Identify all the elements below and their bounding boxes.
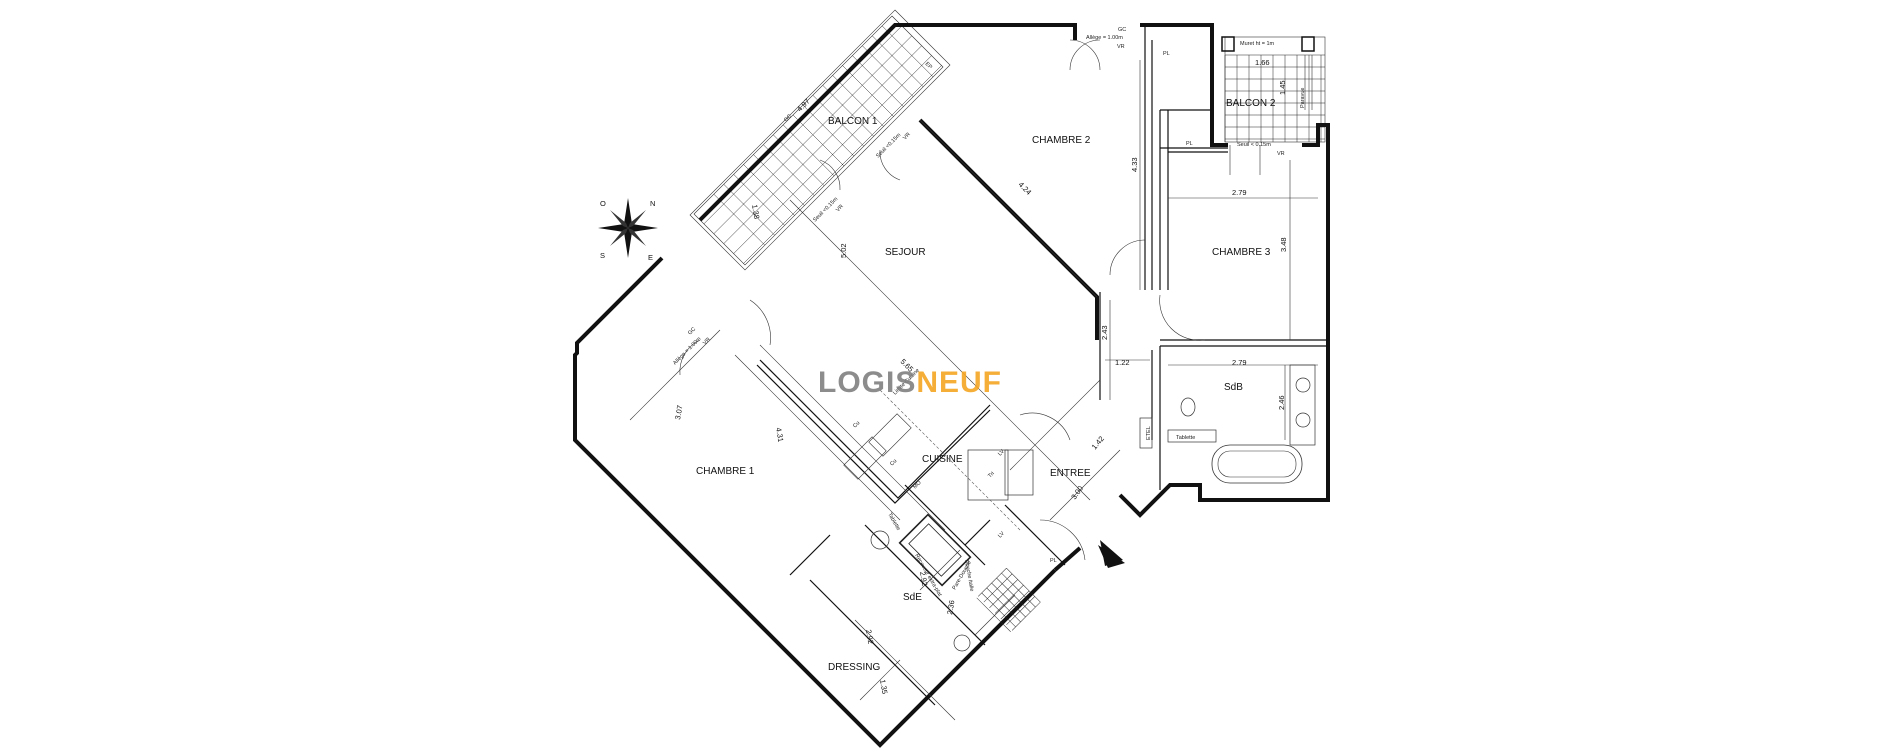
room-labels: BALCON 1 CHAMBRE 2 BALCON 2 SEJOUR CHAMB… bbox=[696, 98, 1276, 673]
room-entree: ENTREE bbox=[1050, 468, 1091, 479]
room-balcon-2: BALCON 2 bbox=[1226, 98, 1276, 109]
dimension-texts: 4.24 4.33 2.79 3.48 5.02 5.65 2.43 1.22 … bbox=[673, 157, 1288, 694]
balcon-1-tiles bbox=[694, 16, 943, 264]
note-douche: Douche Italie bbox=[963, 559, 974, 592]
balcon-1: EP GC 4.97 1.38 bbox=[689, 9, 951, 271]
annotations: GC Allège = 1.00m VR PL PL Seuil < 0.15m… bbox=[672, 27, 1284, 598]
room-chambre-3: CHAMBRE 3 bbox=[1212, 247, 1271, 258]
balcon-2-paravue: Paravue bbox=[1300, 88, 1306, 109]
dim-sde-2: 2.36 bbox=[945, 599, 956, 615]
balcon-2: Muret ht = 1m 1.66 1.45 Paravue bbox=[1221, 36, 1326, 143]
compass-north: N bbox=[650, 199, 655, 208]
room-balcon-1: BALCON 1 bbox=[828, 116, 878, 127]
note-tablette-sde: Tablette bbox=[886, 512, 901, 532]
compass-east: E bbox=[648, 253, 653, 262]
dim-sdb-width: 2.79 bbox=[1232, 358, 1247, 367]
watermark-logis: LOGIS bbox=[818, 366, 916, 399]
dim-sdb-height: 2.46 bbox=[1277, 395, 1286, 410]
dim-balcon2-depth: 1.45 bbox=[1278, 80, 1287, 95]
dim-chambre1-2: 4.31 bbox=[774, 427, 785, 443]
note-lv-sde: LV bbox=[997, 530, 1006, 539]
dim-sde-1: 2.92 bbox=[918, 571, 929, 587]
svg-text:LOGISNEUF: LOGISNEUF bbox=[818, 366, 1002, 399]
note-gc-ch1: GC bbox=[687, 326, 697, 336]
balcon-1-gc: GC bbox=[783, 113, 793, 123]
room-sdb: SdB bbox=[1224, 382, 1243, 393]
balcon-1-ep: EP bbox=[924, 61, 934, 71]
note-allege-ch1: Allège = 1.00m bbox=[672, 336, 703, 367]
note-seuil-sej1: Seuil <0.15m bbox=[875, 132, 902, 159]
room-sejour: SEJOUR bbox=[885, 247, 926, 258]
note-seuil-ch3: Seuil < 0.15m bbox=[1237, 142, 1271, 148]
dim-couloir-width: 1.22 bbox=[1115, 358, 1130, 367]
note-tablette-sdb: Tablette bbox=[1176, 435, 1195, 441]
dim-dressing-2: 1.35 bbox=[878, 679, 889, 695]
dim-entree-1: 1.42 bbox=[1090, 434, 1106, 451]
fixtures bbox=[843, 364, 1316, 652]
compass-south: S bbox=[600, 251, 605, 260]
note-pl-entree: PL bbox=[1050, 558, 1057, 564]
dim-balcon2-width: 1.66 bbox=[1255, 58, 1270, 67]
balcon-2-muret: Muret ht = 1m bbox=[1240, 41, 1275, 47]
doors bbox=[679, 39, 1261, 561]
compass-rose: N O S E bbox=[598, 198, 658, 262]
room-chambre-1: CHAMBRE 1 bbox=[696, 466, 755, 477]
note-allege-ch2: Allège = 1.00m bbox=[1086, 35, 1123, 41]
note-vr-ch2: VR bbox=[1117, 44, 1125, 50]
note-vr-ch1: VR bbox=[702, 337, 712, 347]
note-cu-1: Cu bbox=[852, 420, 861, 429]
room-dressing: DRESSING bbox=[828, 662, 880, 673]
note-mo: MO bbox=[912, 479, 923, 490]
note-pl-ch3: PL bbox=[1186, 141, 1193, 147]
note-vr-sej1: VR bbox=[902, 132, 912, 142]
note-vr-ch3: VR bbox=[1277, 151, 1285, 157]
note-lv: LV bbox=[997, 448, 1006, 457]
watermark-logo: LOGISNEUF bbox=[818, 366, 1002, 399]
compass-west: O bbox=[600, 199, 606, 208]
note-cu-2: Cu bbox=[889, 458, 898, 467]
note-gc-ch2: GC bbox=[1118, 27, 1126, 33]
dim-dressing-1: 2.92 bbox=[864, 629, 875, 645]
dim-chambre3-height: 3.48 bbox=[1279, 237, 1288, 252]
note-vr-sej2: VR bbox=[835, 204, 845, 214]
dimension-lines bbox=[629, 60, 1318, 721]
room-chambre-2: CHAMBRE 2 bbox=[1032, 135, 1091, 146]
note-pl-ch2: PL bbox=[1163, 51, 1170, 57]
interior-walls bbox=[756, 25, 1328, 706]
watermark-neuf: NEUF bbox=[916, 366, 1002, 399]
dim-balcon1-width: 1.38 bbox=[750, 204, 761, 220]
room-sde: SdE bbox=[903, 592, 922, 603]
note-tri: Tri bbox=[987, 471, 996, 480]
dim-chambre2-height: 4.33 bbox=[1130, 157, 1139, 172]
dim-chambre1-1: 3.07 bbox=[673, 404, 684, 420]
dim-couloir-height: 2.43 bbox=[1100, 325, 1109, 340]
note-etel: ETEL bbox=[1146, 426, 1152, 440]
room-cuisine: CUISINE bbox=[922, 454, 963, 465]
dim-chambre3-width: 2.79 bbox=[1232, 188, 1247, 197]
dim-chambre2-diag: 4.24 bbox=[1017, 180, 1034, 197]
dim-sejour-len: 5.02 bbox=[839, 243, 848, 258]
entrance-arrow-icon bbox=[1100, 540, 1123, 566]
